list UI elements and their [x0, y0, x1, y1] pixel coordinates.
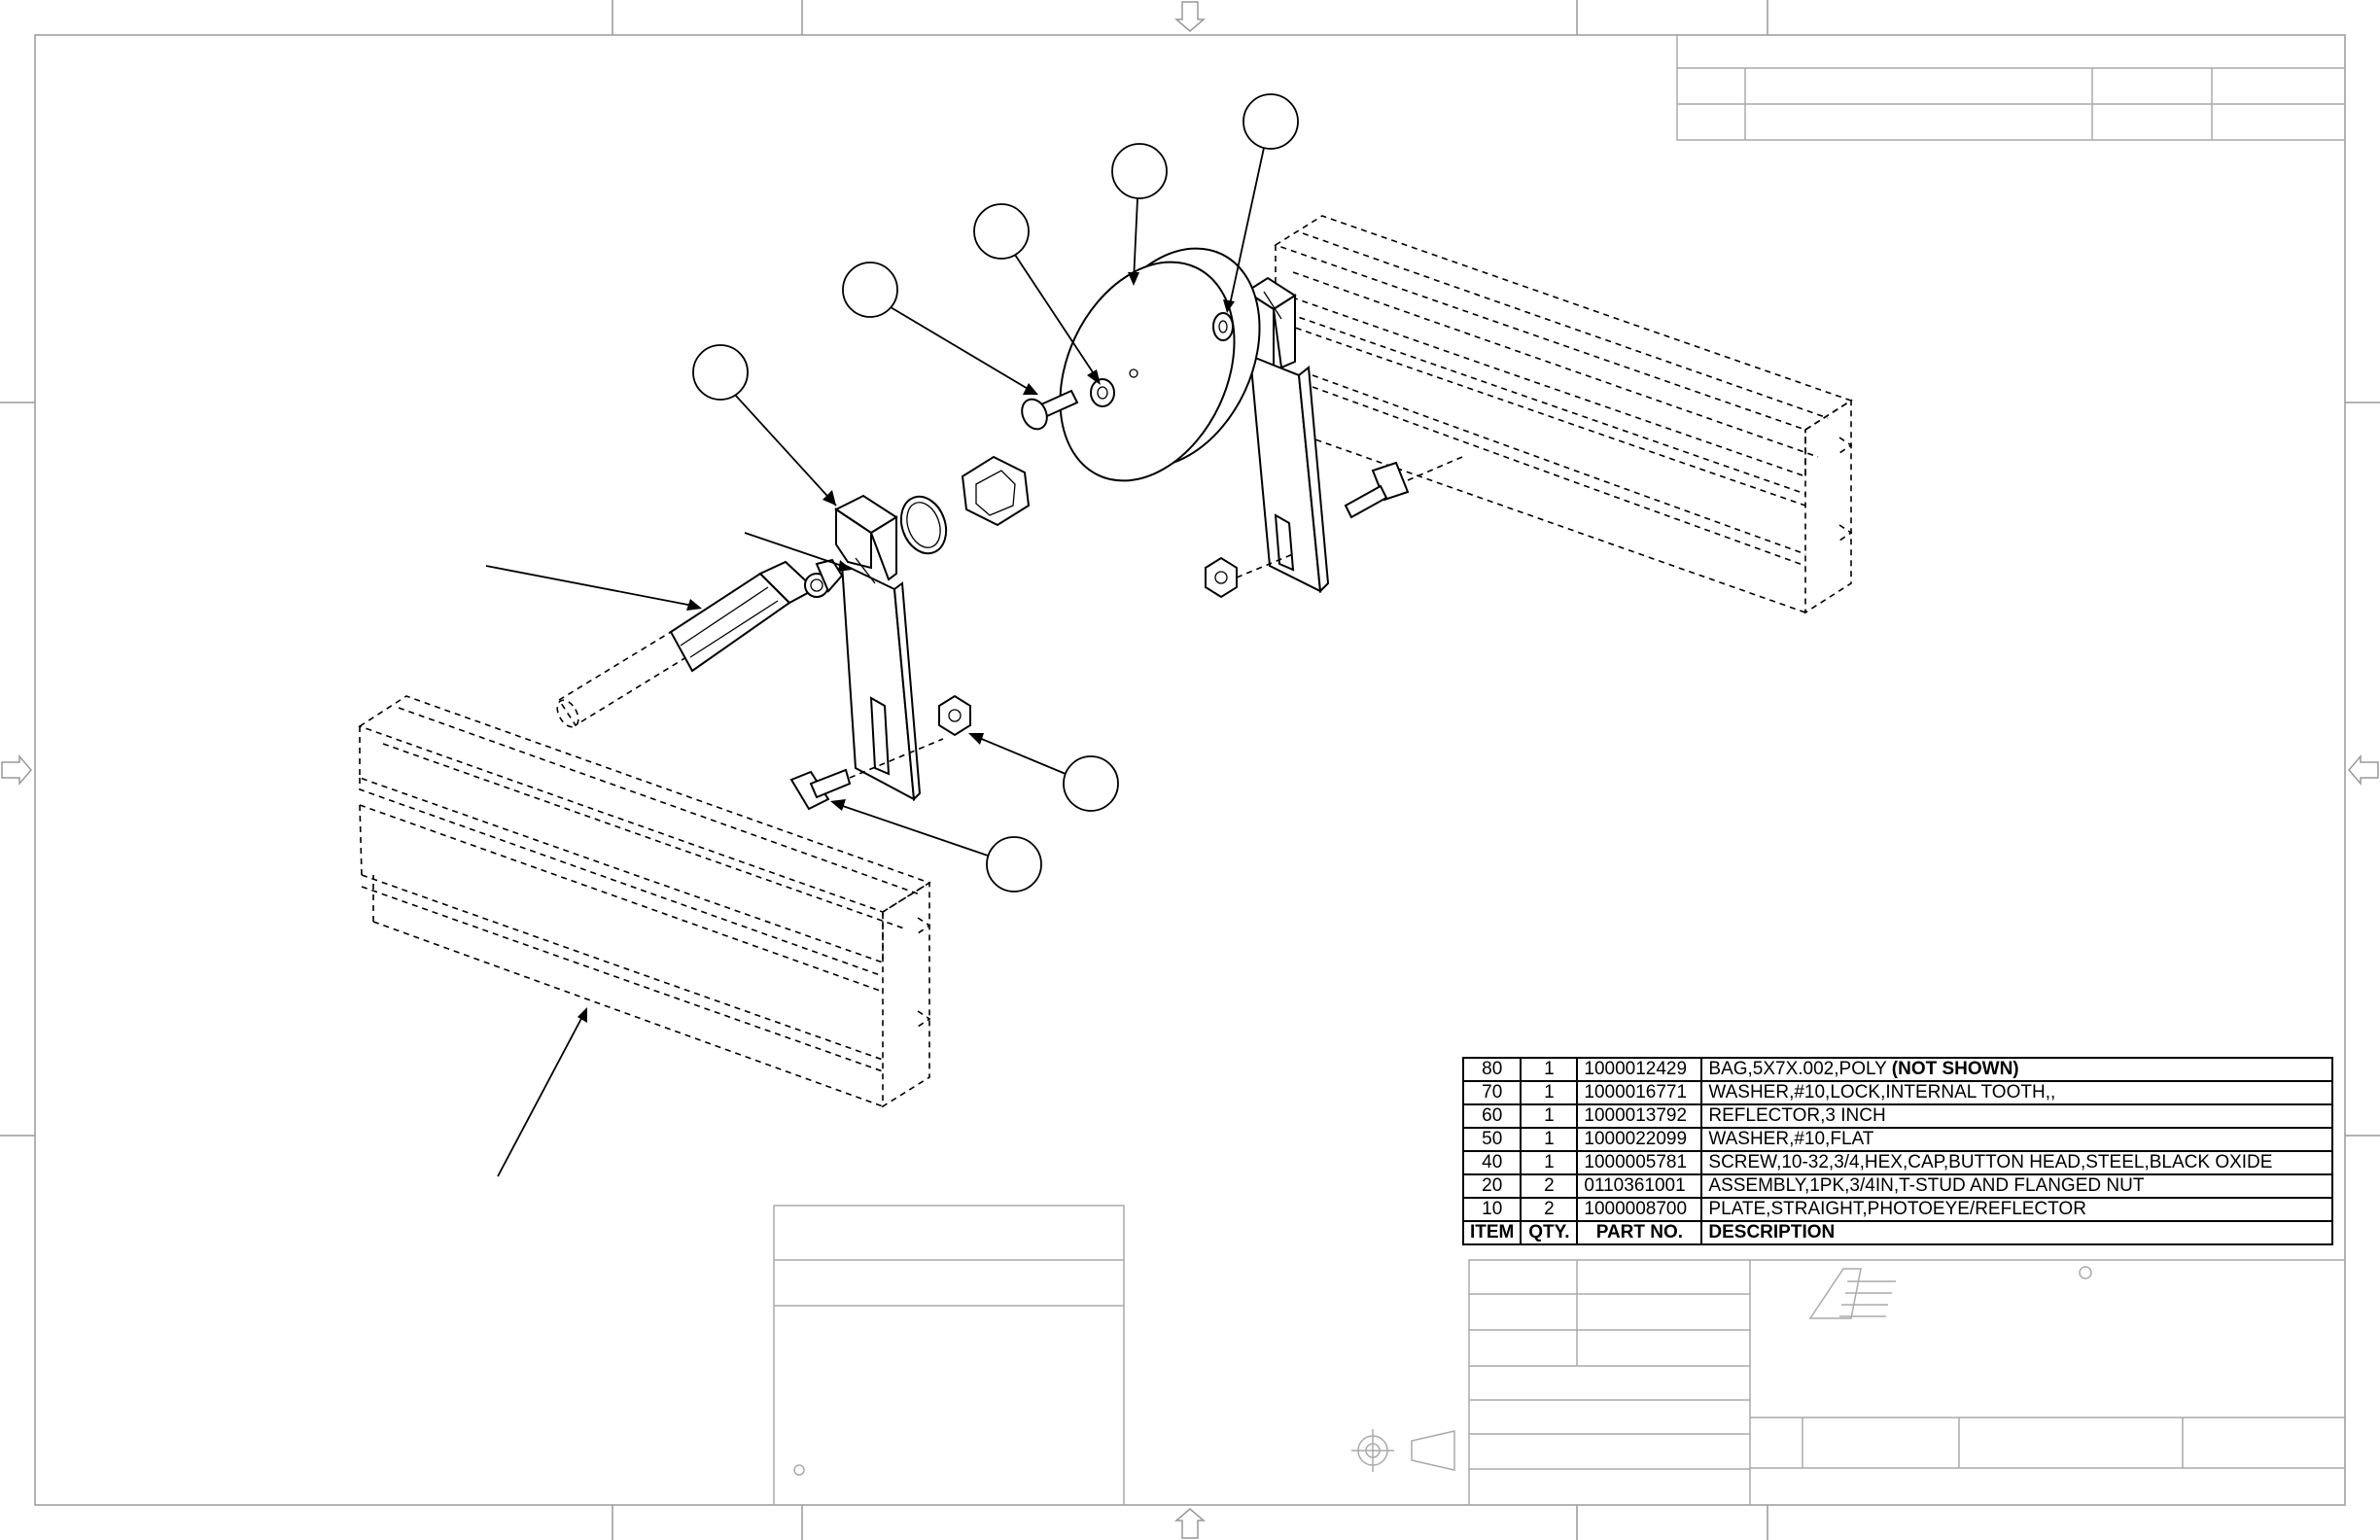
bom-header-qty: QTY.	[1520, 1220, 1579, 1245]
leader-extrusion	[497, 1007, 587, 1177]
bom-item: 80	[1461, 1057, 1522, 1082]
bom-header-row: ITEM QTY. PART NO. DESCRIPTION	[1461, 1220, 2333, 1245]
bom-header-item: ITEM	[1461, 1220, 1522, 1245]
photoeye-sensor	[556, 558, 844, 728]
bom-part-no: 1000008700	[1576, 1197, 1703, 1222]
bom-note: (NOT SHOWN)	[1891, 1059, 2019, 1079]
lock-washer	[1212, 312, 1234, 341]
o-ring	[899, 495, 948, 555]
leader-sensor	[485, 565, 702, 611]
leader-sensor-cable	[744, 532, 852, 572]
bom-qty: 1	[1520, 1150, 1579, 1175]
bom-row: 40 1 1000005781 SCREW,10-32,3/4,HEX,CAP,…	[1461, 1150, 2333, 1175]
bom-row: 70 1 1000016771 WASHER,#10,LOCK,INTERNAL…	[1461, 1080, 2333, 1105]
bom-row: 20 2 0110361001 ASSEMBLY,1PK,3/4IN,T-STU…	[1461, 1173, 2333, 1199]
company-logo: AS	[1808, 1268, 1896, 1338]
callout-t-stud-nut	[968, 733, 1119, 812]
bom-qty: 1	[1520, 1057, 1579, 1082]
bom-row: 60 1 1000013792 REFLECTOR,3 INCH	[1461, 1103, 2333, 1129]
assembly-drawing	[358, 215, 1853, 1108]
bom-part-no: 0110361001	[1576, 1173, 1703, 1199]
bom-header-part-no: PART NO.	[1576, 1220, 1703, 1245]
bom-qty: 1	[1520, 1103, 1579, 1129]
right-flanged-nut	[1205, 553, 1294, 599]
bom-header-description: DESCRIPTION	[1700, 1220, 2333, 1245]
bom-item: 10	[1461, 1197, 1522, 1222]
bom-row: 50 1 1000022099 WASHER,#10,FLAT	[1461, 1127, 2333, 1152]
bom-description-text: BAG,5X7X.002,POLY	[1708, 1059, 1887, 1079]
flat-washer	[1090, 378, 1115, 407]
bom-qty: 2	[1520, 1197, 1579, 1222]
left-aluminum-extrusion	[358, 695, 931, 1108]
bom-item: 40	[1461, 1150, 1522, 1175]
callout-plate	[692, 344, 837, 507]
bom-item: 20	[1461, 1173, 1522, 1199]
bom-item: 50	[1461, 1127, 1522, 1152]
notes-block	[773, 1205, 1125, 1506]
bom-description: SCREW,10-32,3/4,HEX,CAP,BUTTON HEAD,STEE…	[1700, 1150, 2333, 1175]
revision-block	[1676, 34, 2346, 141]
bom-item: 60	[1461, 1103, 1522, 1129]
bom-qty: 1	[1520, 1127, 1579, 1152]
bom-part-no: 1000013792	[1576, 1103, 1703, 1129]
callout-flat-washer	[973, 203, 1101, 385]
title-block: AS	[1351, 1259, 2346, 1506]
left-mounting-plate	[834, 494, 922, 802]
bom-row: 10 2 1000008700 PLATE,STRAIGHT,PHOTOEYE/…	[1461, 1197, 2333, 1222]
right-mounting-plate	[1244, 276, 1330, 594]
bom-part-no: 1000022099	[1576, 1127, 1703, 1152]
reflector-disc	[1059, 247, 1261, 482]
bom-description: PLATE,STRAIGHT,PHOTOEYE/REFLECTOR	[1700, 1197, 2333, 1222]
bom-description: ASSEMBLY,1PK,3/4IN,T-STUD AND FLANGED NU…	[1700, 1173, 2333, 1199]
callout-t-stud	[830, 799, 1042, 892]
bom-part-no: 1000012429	[1576, 1057, 1703, 1082]
bill-of-materials-table: 80 1 1000012429 BAG,5X7X.002,POLY (NOT S…	[1461, 1057, 2333, 1245]
third-angle-projection-symbol	[1351, 1429, 1455, 1472]
bom-item: 70	[1461, 1080, 1522, 1105]
bom-qty: 1	[1520, 1080, 1579, 1105]
left-t-stud	[789, 738, 944, 811]
callout-screw	[842, 262, 1038, 395]
large-hex-nut	[961, 455, 1031, 527]
bom-description: WASHER,#10,FLAT	[1700, 1127, 2333, 1152]
bom-part-no: 1000005781	[1576, 1150, 1703, 1175]
bom-part-no: 1000016771	[1576, 1080, 1703, 1105]
bom-description: REFLECTOR,3 INCH	[1700, 1103, 2333, 1129]
logo-text: AS	[1836, 1335, 1838, 1338]
bom-row: 80 1 1000012429 BAG,5X7X.002,POLY (NOT S…	[1461, 1057, 2333, 1082]
bom-description: BAG,5X7X.002,POLY (NOT SHOWN)	[1700, 1057, 2333, 1082]
callout-lock-washer	[1223, 93, 1299, 313]
bom-description: WASHER,#10,LOCK,INTERNAL TOOTH,,	[1700, 1080, 2333, 1105]
button-head-screw	[1021, 389, 1079, 431]
right-aluminum-extrusion	[1274, 215, 1853, 614]
right-t-stud	[1344, 456, 1463, 519]
bom-qty: 2	[1520, 1173, 1579, 1199]
callouts	[485, 93, 1299, 1177]
left-flanged-nut	[938, 694, 971, 737]
callout-reflector	[1111, 143, 1168, 286]
